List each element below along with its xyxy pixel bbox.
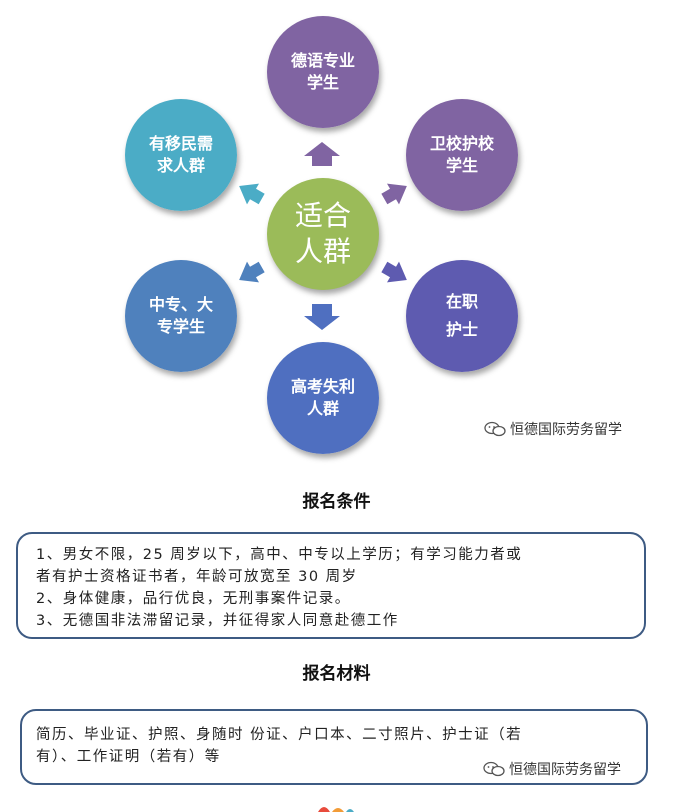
target-groups-diagram: 德语专业学生 卫校护校学生 在职 护士 高考失利人群 中专、大专学生 有移民需求…	[125, 16, 622, 454]
node-center-label: 适合 人群	[294, 199, 351, 268]
arrow-down	[304, 304, 340, 330]
node-immigration-label: 有移民需求人群	[148, 134, 213, 175]
arrow-upper-right	[381, 183, 407, 205]
node-vocational-label: 中专、大专学生	[148, 295, 213, 336]
decorative-mark	[318, 807, 354, 812]
materials-panel: 简历、毕业证、护照、身随时 份证、户口本、二寸照片、护士证（若 有）、工作证明（…	[20, 709, 648, 785]
watermark-text: 恒德国际劳务留学	[510, 422, 622, 438]
node-german-major: 德语专业学生	[267, 16, 379, 128]
node-gaokao: 高考失利人群	[267, 342, 379, 454]
node-nurse-label: 在职 护士	[445, 292, 478, 339]
watermark-bottom: 恒德国际劳务留学	[483, 759, 621, 779]
watermark-text: 恒德国际劳务留学	[509, 762, 621, 778]
node-nurse: 在职 护士	[406, 260, 518, 372]
node-vocational: 中专、大专学生	[125, 260, 237, 372]
arrow-lower-left	[239, 261, 265, 283]
arrow-lower-right	[381, 261, 407, 283]
requirements-line: 1、男女不限，25 周岁以下，高中、中专以上学历；有学习能力者或	[36, 547, 523, 563]
requirements-line: 者有护士资格证书者，年龄可放宽至 30 周岁	[36, 569, 358, 585]
node-german-major-label: 德语专业学生	[290, 51, 355, 92]
arrow-upper-left	[239, 183, 265, 205]
arrows-layer	[239, 142, 407, 330]
node-health-school: 卫校护校学生	[406, 99, 518, 211]
materials-line: 有）、工作证明（若有）等	[36, 749, 221, 765]
wechat-icon	[484, 421, 506, 437]
node-immigration: 有移民需求人群	[125, 99, 237, 211]
arrow-up	[304, 142, 340, 166]
requirements-panel: 1、男女不限，25 周岁以下，高中、中专以上学历；有学习能力者或 者有护士资格证…	[16, 532, 646, 639]
requirements-title: 报名条件	[302, 492, 371, 512]
wechat-icon	[483, 761, 505, 777]
watermark-top: 恒德国际劳务留学	[484, 419, 622, 439]
node-health-school-label: 卫校护校学生	[429, 134, 494, 175]
node-center: 适合 人群	[267, 178, 379, 290]
materials-line: 简历、毕业证、护照、身随时 份证、户口本、二寸照片、护士证（若	[36, 727, 523, 743]
requirements-line: 2、身体健康，品行优良，无刑事案件记录。	[36, 591, 351, 607]
node-gaokao-label: 高考失利人群	[290, 377, 355, 418]
requirements-line: 3、无德国非法滞留记录，并征得家人同意赴德工作	[36, 613, 399, 629]
materials-title: 报名材料	[302, 664, 371, 684]
